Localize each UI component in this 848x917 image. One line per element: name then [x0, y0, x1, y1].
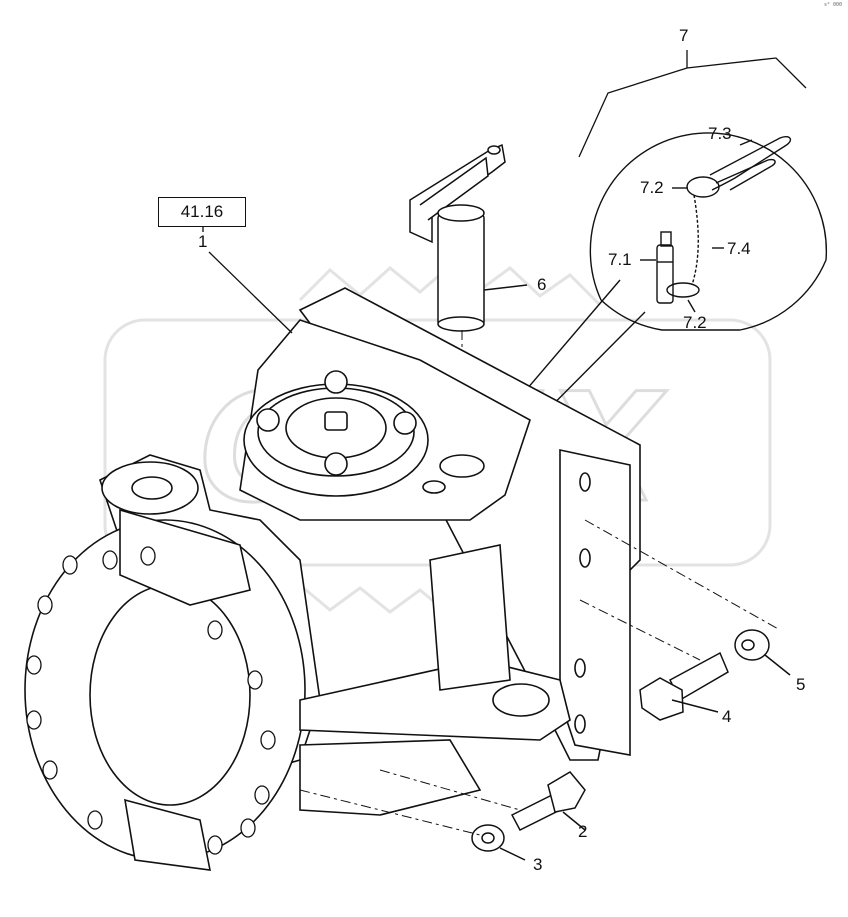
- callout-5: 5: [796, 675, 806, 694]
- part-1-housing: [24, 287, 641, 871]
- callout-7-2-upper: 7.2: [640, 178, 664, 197]
- callout-7: 7: [679, 26, 689, 45]
- callout-1-leader: [208, 251, 293, 334]
- part-4-bolt: [639, 651, 729, 721]
- part-2-bolt: [510, 771, 586, 831]
- callout-3: 3: [533, 855, 543, 874]
- part-6-handle-pin: [409, 143, 528, 332]
- assembly-axes: [299, 519, 781, 836]
- callout-7-bracket: [578, 50, 807, 158]
- reference-box: 41.16: [158, 197, 246, 227]
- callout-6: 6: [537, 275, 547, 294]
- callout-4: 4: [722, 707, 732, 726]
- part-5-washer: [734, 629, 791, 676]
- callout-7-1: 7.1: [608, 250, 632, 269]
- callout-7-3: 7.3: [708, 124, 732, 143]
- callout-1: 1: [198, 232, 208, 251]
- corner-mark: s° 000: [823, 2, 842, 8]
- callout-7-4: 7.4: [727, 239, 751, 258]
- part-3-washer: [471, 824, 526, 861]
- callout-7-2-lower: 7.2: [683, 313, 707, 332]
- flange-bolt-holes: [26, 546, 276, 855]
- callout-2: 2: [578, 822, 588, 841]
